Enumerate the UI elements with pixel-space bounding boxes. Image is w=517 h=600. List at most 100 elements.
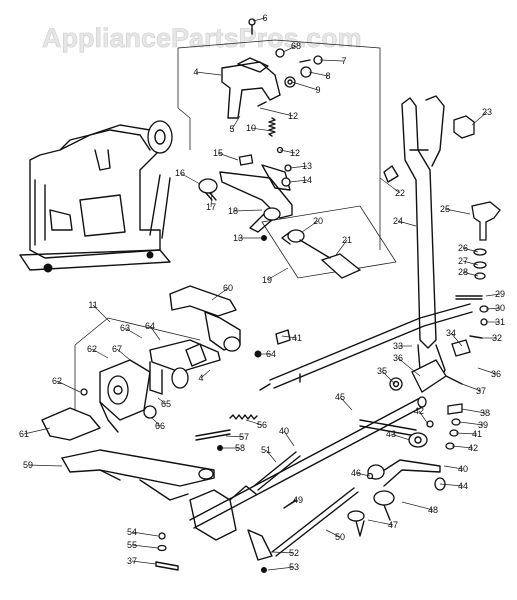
leader-line-c36a	[397, 357, 421, 377]
callout-c23: 23	[482, 107, 492, 117]
pin-47	[347, 510, 365, 537]
callout-c54: 54	[127, 527, 137, 537]
leader-line-c15	[217, 152, 239, 161]
leader-line-c56	[245, 419, 263, 426]
leader-line-c50	[325, 529, 341, 538]
pin-47-icon	[347, 510, 365, 522]
callout-c43: 43	[386, 429, 396, 439]
callout-c29: 29	[495, 289, 505, 299]
bushing-20-icon	[287, 229, 305, 243]
leader-line-c55	[131, 544, 159, 549]
nut-14-icon	[281, 177, 291, 187]
nut-35-icon	[389, 377, 403, 391]
leader-line-c42a	[418, 410, 429, 425]
leader-line-c43	[390, 433, 411, 441]
inset-box-19	[261, 205, 397, 279]
inset-box-11	[74, 317, 201, 410]
leader-line-c29	[485, 293, 501, 297]
callout-c37b: 37	[127, 556, 137, 566]
callout-c6: 6	[262, 13, 267, 23]
callout-c50: 50	[335, 532, 345, 542]
leader-line-c60	[211, 287, 229, 301]
leader-lines	[23, 17, 501, 571]
callout-c14: 14	[302, 175, 312, 185]
leader-line-c40a	[443, 465, 464, 470]
callout-c20: 20	[313, 216, 323, 226]
leader-line-c52	[271, 551, 295, 554]
leader-line-c20	[301, 220, 319, 233]
leader-line-c36b	[477, 367, 497, 375]
callout-c5: 5	[229, 124, 234, 134]
callout-c4: 4	[193, 67, 198, 77]
callout-c42a: 42	[414, 406, 424, 416]
callout-c47: 47	[388, 520, 398, 530]
pin-18-icon	[263, 207, 281, 221]
arm-48	[366, 459, 446, 521]
leader-line-c49	[283, 499, 299, 509]
bushing-16-icon	[198, 178, 218, 194]
screw-62-icon	[80, 388, 88, 396]
leader-line-c4	[195, 71, 222, 76]
leader-line-c67	[116, 348, 131, 361]
callout-c10: 10	[246, 123, 256, 133]
leader-line-c40b	[283, 430, 295, 447]
callout-c21: 21	[342, 235, 352, 245]
callout-c13b: 13	[233, 233, 243, 243]
leader-line-c66	[151, 417, 161, 427]
leader-line-c30	[485, 307, 501, 310]
leader-line-c35	[381, 370, 396, 385]
callout-c40b: 40	[279, 426, 289, 436]
callout-c7: 7	[341, 56, 346, 66]
callout-c64a: 64	[145, 321, 155, 331]
callout-c34: 34	[446, 328, 456, 338]
leader-line-c38	[461, 408, 486, 414]
callout-c12a: 12	[288, 111, 298, 121]
callout-c13a: 13	[302, 161, 312, 171]
leader-line-c44	[439, 483, 464, 487]
callout-c58: 58	[235, 443, 245, 453]
screw-6-icon	[248, 18, 256, 26]
callout-c8: 8	[325, 71, 330, 81]
callout-c31: 31	[495, 317, 505, 327]
leader-line-c25	[444, 208, 471, 215]
washer-9-icon	[284, 76, 296, 88]
callout-c63: 63	[120, 323, 130, 333]
base-assembly-59	[41, 407, 215, 501]
handwheel-icon	[147, 120, 173, 154]
leader-line-c47	[367, 519, 394, 526]
leader-line-c41b	[281, 335, 298, 339]
leader-line-c41a	[455, 432, 478, 435]
callout-c41a: 41	[472, 429, 482, 439]
leader-line-c59	[27, 464, 63, 467]
callout-c44: 44	[458, 481, 468, 491]
spring-56	[195, 414, 258, 451]
callout-c39: 39	[478, 420, 488, 430]
leader-line-c46	[355, 472, 371, 477]
leader-line-c28	[462, 271, 479, 277]
callout-c53: 53	[289, 562, 299, 572]
leader-line-c13a	[289, 165, 308, 169]
leader-line-c24	[397, 220, 417, 227]
washer-68-icon	[275, 48, 285, 58]
callout-c65: 65	[161, 399, 171, 409]
callout-c64b: 64	[266, 349, 276, 359]
leader-line-c17	[210, 191, 213, 208]
shaft-44	[189, 396, 427, 529]
leader-line-c63	[124, 327, 143, 339]
leader-line-c53	[267, 566, 295, 571]
callout-c30: 30	[495, 303, 505, 313]
leader-line-c51	[265, 449, 277, 463]
leader-line-c68	[282, 45, 297, 53]
callout-c9: 9	[315, 85, 320, 95]
leader-line-c4b	[200, 369, 211, 379]
rods-50-51	[253, 451, 359, 557]
callout-c67: 67	[112, 344, 122, 354]
leader-line-c12b	[279, 149, 296, 154]
callout-c17: 17	[206, 202, 216, 212]
spring-56-icon	[229, 414, 258, 420]
callout-c33: 33	[393, 341, 403, 351]
knob-assembly-25	[455, 201, 501, 339]
nut-8-icon	[300, 66, 312, 78]
